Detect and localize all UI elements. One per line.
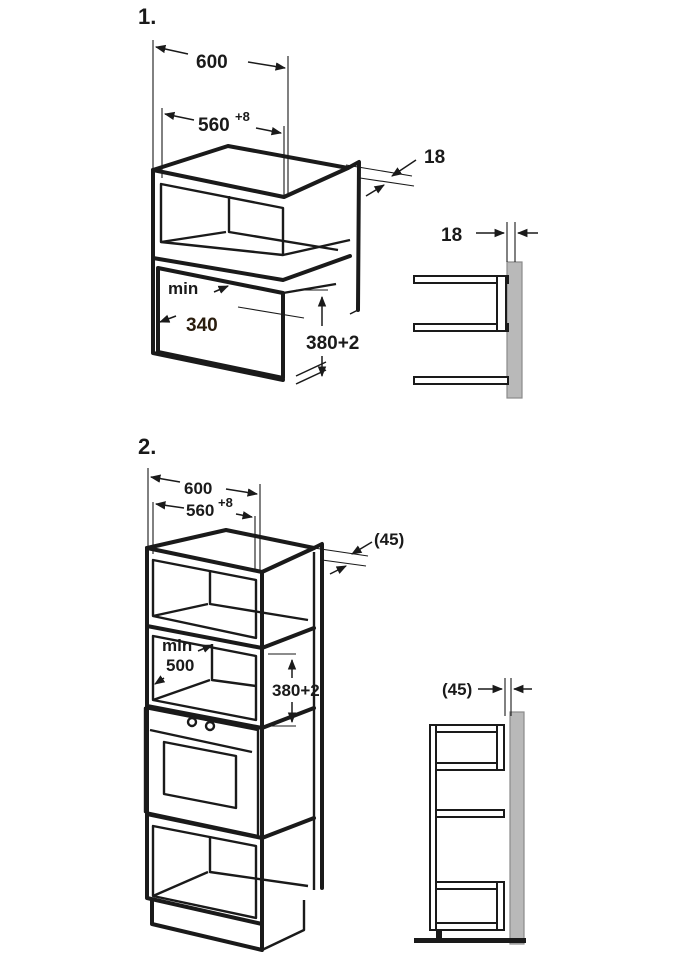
- min-arrow-2-left: [154, 675, 166, 685]
- dim-18-arrow-top: [391, 159, 417, 177]
- dim2-560-tolerance: +8: [218, 495, 233, 510]
- oven-handle: [149, 728, 253, 754]
- wall-section-2: [509, 711, 525, 945]
- cabinet-2-shelf-2: [145, 704, 316, 730]
- section2-floor: [414, 938, 526, 943]
- cabinet-2-plinth: [150, 898, 264, 952]
- oven-knob-right-icon: [204, 720, 216, 732]
- shelf-bottom-1: [413, 376, 509, 385]
- min-value-1: 340: [186, 315, 218, 336]
- cabinet-2-plinth-side: [261, 900, 306, 952]
- cabinet-2-top-opening: [151, 558, 258, 640]
- dim-560-tolerance: +8: [235, 109, 250, 124]
- dim-380-ext-bottom-a: [295, 361, 327, 377]
- section2-foot: [436, 930, 442, 940]
- section2-shelf-2: [429, 762, 505, 771]
- cabinet-2-top-front: [145, 546, 316, 574]
- step-1-label: 1.: [138, 4, 156, 29]
- dim2-45-ext-a: [313, 547, 369, 557]
- diagram-1: 1. 600 560 +8 18: [138, 4, 538, 399]
- wall-section-1: [506, 261, 523, 399]
- dim2-600-arrow-right: [225, 488, 259, 497]
- cabinet-1-shelf: [151, 254, 352, 282]
- dim-600-label: 600: [196, 52, 228, 73]
- cabinet-1-upper-floor: [160, 230, 227, 244]
- side-panel-1: [496, 275, 507, 332]
- cabinet-2-left-front: [145, 546, 264, 926]
- cabinet-2-bottom-floor: [152, 870, 209, 898]
- dim2-600-arrow-left: [149, 474, 181, 483]
- oven-knob-left-icon: [186, 716, 198, 728]
- dim2-560-arrow-right: [235, 511, 254, 520]
- cabinet-1-niche-top: [282, 282, 337, 295]
- section2-side-lower: [496, 881, 505, 931]
- section2-shelf-3: [429, 809, 505, 818]
- cabinet-2-niche-floor: [152, 678, 211, 702]
- dim2-560-arrow-left: [154, 501, 185, 510]
- dim-18-label: 18: [424, 147, 445, 168]
- dim2-45-arrow-top: [351, 541, 373, 555]
- dim-380-ext-bottom-b: [295, 369, 327, 385]
- dim-560-label: 560: [198, 115, 230, 136]
- dim-600-arrow-right: [247, 61, 287, 71]
- section2-shelf-1: [429, 724, 505, 733]
- section2-side-upper: [496, 724, 505, 771]
- diagram-2: 2. 600 560 +8: [138, 434, 532, 952]
- shelf-top-1: [413, 275, 509, 284]
- min-value-2: 500: [166, 656, 194, 675]
- dim-560-arrow-right: [255, 127, 283, 136]
- step-2-label: 2.: [138, 434, 156, 459]
- cabinet-2-niche: [151, 634, 258, 722]
- dim2-45-ext-b: [321, 559, 367, 567]
- min-arrow-2: [197, 644, 213, 653]
- dim-wall-label-1: 18: [441, 225, 462, 246]
- cabinet-2-bottom-back: [208, 836, 309, 888]
- cabinet-1-shelf-back: [282, 238, 351, 257]
- section2-front-panel: [429, 724, 437, 931]
- cabinet-2-niche-back: [210, 644, 257, 688]
- dim-18-ext-b: [359, 177, 415, 187]
- dim2-380-label: 380+2: [272, 681, 320, 700]
- min-ext-1: [237, 306, 305, 319]
- dim2-560-label: 560: [186, 501, 214, 520]
- cabinet-2-shelf-1: [145, 624, 316, 650]
- section2-shelf-4: [429, 881, 505, 890]
- dim2-wall-label: (45): [442, 680, 472, 699]
- cabinet-1-side-edge: [349, 309, 359, 315]
- min-arrow-1: [213, 285, 229, 294]
- section2-shelf-5: [429, 922, 505, 931]
- oven-window: [162, 740, 238, 810]
- cabinet-2-bottom-opening: [151, 824, 258, 920]
- min-label-1: min: [168, 279, 198, 298]
- cabinet-1-upper-back: [227, 196, 339, 252]
- dim2-45-label: (45): [374, 530, 404, 549]
- dim-600-arrow-left: [154, 44, 189, 55]
- dim-18-arrow-bottom: [365, 184, 385, 197]
- shelf-middle-1: [413, 323, 509, 332]
- min-label-2: min: [162, 636, 192, 655]
- dim2-600-label: 600: [184, 479, 212, 498]
- cabinet-1-niche: [156, 266, 285, 380]
- dim-380-label-1: 380+2: [306, 333, 359, 354]
- min-arrow-1-left: [159, 314, 177, 323]
- dim-18-ext-a: [345, 164, 413, 177]
- cabinet-1-top-front: [151, 166, 350, 199]
- cabinet-2-top-floor: [152, 602, 209, 618]
- cabinet-2-top-back-line: [208, 570, 309, 622]
- dim2-45-arrow-bottom: [329, 565, 347, 575]
- cabinet-2-shelf-3: [145, 812, 316, 840]
- dim-560-arrow-left: [163, 111, 195, 121]
